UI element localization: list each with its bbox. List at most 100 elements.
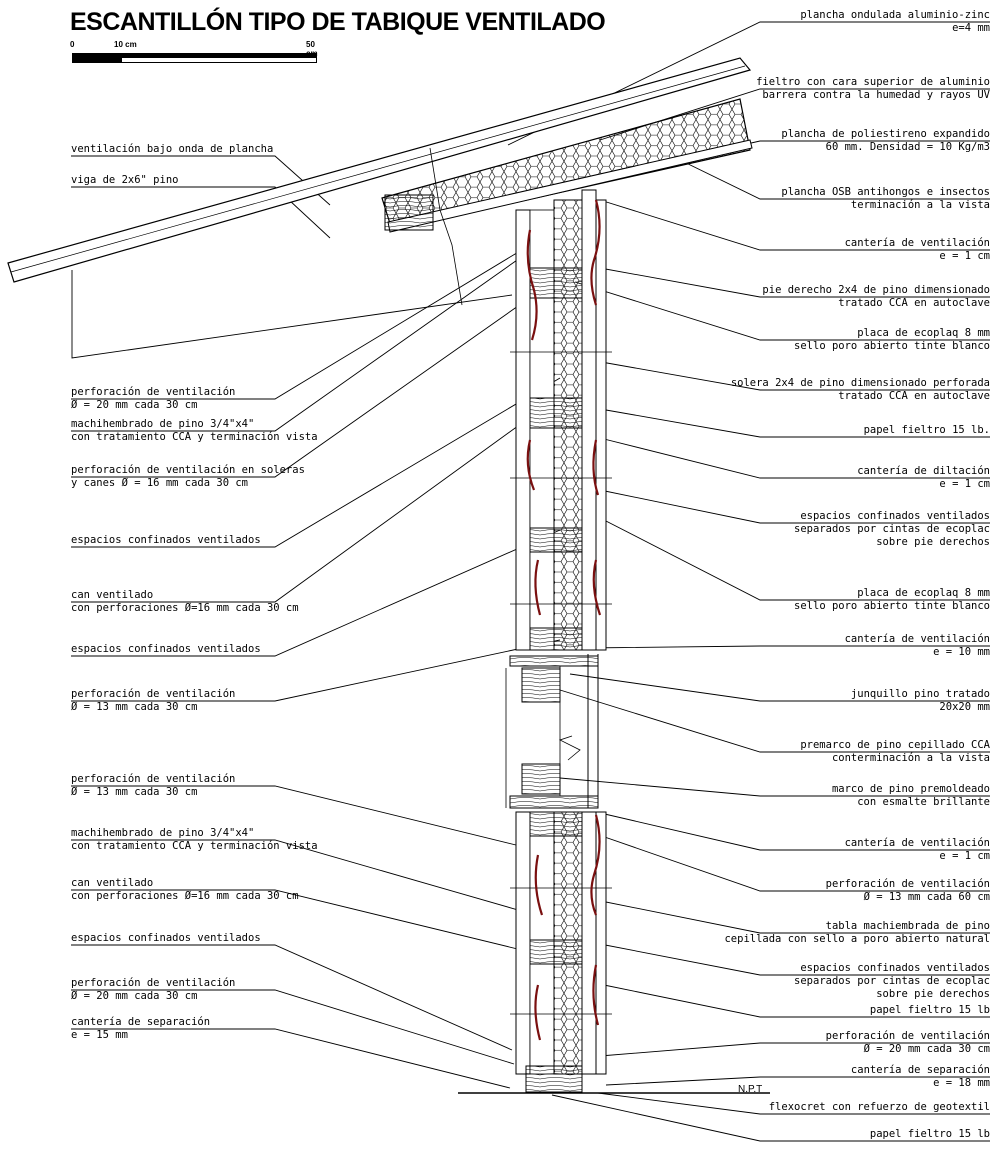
left-note-line: can ventilado [71,877,154,889]
left-note-line: espacios confinados ventilados [71,534,261,546]
left-note-line: viga de 2x6" pino [71,174,179,186]
left-note-line: can ventilado [71,589,154,601]
leader-line [603,984,990,1018]
right-note-line: tratado CCA en autoclave [838,390,990,402]
leader-line [71,839,526,913]
right-note-line: cantería de separación [850,1064,990,1076]
left-note-line: espacios confinados ventilados [71,932,261,944]
right-note-line: papel fieltro 15 lb [869,1004,990,1016]
right-note-line: e = 18 mm [933,1077,990,1089]
leader-line [599,943,990,976]
leader-line [559,689,990,753]
right-note-line: Ø = 20 mm cada 30 cm [863,1043,990,1055]
left-note-line: espacios confinados ventilados [71,643,261,655]
right-note-line: e = 10 mm [933,646,990,658]
right-note-line: plancha ondulada aluminio-zinc [800,9,990,21]
right-note: solera 2x4 de pino dimensionado perforad… [731,377,990,403]
corrugated-sheet [7,57,752,283]
left-note-line: Ø = 13 mm cada 30 cm [71,786,198,798]
left-note-line: con tratamiento CCA y terminación vista [71,840,318,852]
scale-segment-fill [121,53,317,58]
roof-assembly [7,57,753,359]
leader-line [71,989,515,1065]
leader-line [589,359,990,391]
right-note-line: junquillo pino tratado [850,688,990,700]
upper-wall-panel [510,189,612,651]
leader-lines [71,21,990,1142]
right-note-line: sello poro abierto tinte blanco [794,340,990,352]
right-note-line: papel fieltro 15 lb. [863,424,990,436]
right-note-line: separados por cintas de ecoplac [794,975,990,987]
right-note-line: sobre pie derechos [876,988,990,1000]
left-note-line: machihembrado de pino 3/4"x4" [71,418,255,430]
right-note-line: solera 2x4 de pino dimensionado perforad… [730,377,990,389]
leader-line [71,944,513,1051]
left-note-line: cantería de separación [71,1016,211,1028]
leader-line [551,1094,990,1142]
left-note: ventilación bajo onda de plancha [71,143,273,156]
leader-line [595,833,990,892]
left-note: espacios confinados ventilados [71,534,261,547]
right-note-line: perforación de ventilación [825,878,990,890]
right-note-line: tabla machiembrada de pino [825,920,990,932]
leader-line [71,1028,511,1089]
leader-line [71,377,561,548]
leader-line [595,811,990,851]
left-note-line: perforación de ventilación [71,773,236,785]
leader-line [599,437,990,479]
leader-line [599,489,990,524]
leader-line [71,409,541,603]
right-note-line: conterminación a la vista [831,752,990,764]
leader-line [595,899,990,934]
right-note-line: separados por cintas de ecoplac [794,523,990,535]
left-note-line: perforación de ventilación en soleras [71,464,305,476]
right-note-line: barrera contra la humedad y rayos UV [762,89,990,101]
left-note-line: y canes Ø = 16 mm cada 30 cm [71,477,249,489]
right-note-line: cantería de ventilación [844,633,990,645]
right-note-line: e = 1 cm [939,250,990,262]
right-note-line: cepillada con sello a poro abierto natur… [724,933,990,945]
left-note-line: con perforaciones Ø=16 mm cada 30 cm [71,602,299,614]
leader-line [599,1042,990,1057]
right-note-line: terminación a la vista [850,199,990,211]
drawing-title: ESCANTILLÓN TIPO DE TABIQUE VENTILADO [70,8,606,36]
right-note: papel fieltro 15 lb. [864,424,990,437]
leader-line [569,673,990,702]
leader-line [71,244,531,400]
right-note-line: 20x20 mm [939,701,990,713]
left-note-line: Ø = 20 mm cada 30 cm [71,399,198,411]
left-note-line: Ø = 13 mm cada 30 cm [71,701,198,713]
leader-line [581,645,990,649]
leader-line [71,257,521,432]
leader-line [71,529,561,657]
leader-line [599,199,990,251]
left-note: machihembrado de pino 3/4"x4"con tratami… [71,418,318,444]
right-note-line: cantería de diltación [857,465,990,477]
right-note-line: e=4 mm [952,22,990,34]
right-note-line: perforación de ventilación [825,1030,990,1042]
roof-beam [384,194,434,231]
scale-label-0: 0 [70,40,75,49]
lower-wall-panel [458,811,770,1094]
left-note: machihembrado de pino 3/4"x4"con tratami… [71,827,318,853]
left-note-line: perforación de ventilación [71,977,236,989]
